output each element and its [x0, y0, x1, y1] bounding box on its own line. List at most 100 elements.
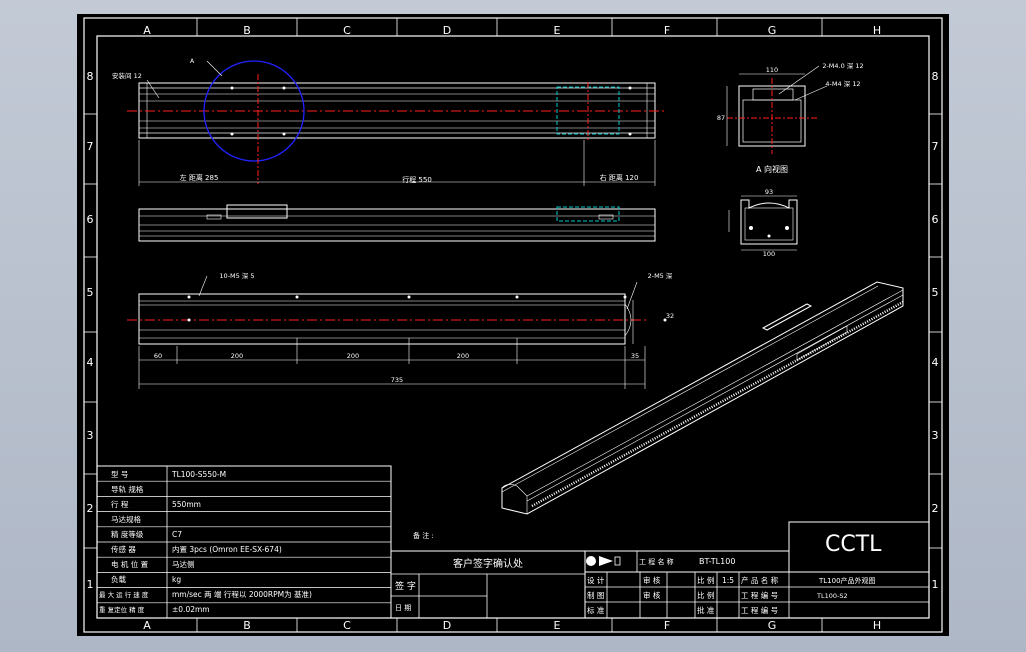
- spec-table-row-lines: [97, 480, 391, 604]
- spec-label-repeatability: 重 复定位 精 度: [99, 605, 145, 614]
- leader-line: [626, 281, 638, 310]
- front-view-right-note: 2-M5 深: [648, 271, 673, 280]
- spec-label-load: 负载: [111, 574, 126, 584]
- tb-r2-c3: 审 核: [643, 590, 661, 600]
- zone-row-3: 3: [87, 429, 94, 442]
- isometric-view[interactable]: [501, 281, 904, 515]
- confirm-title: 客户签字确认处: [453, 557, 523, 570]
- dim-right-distance[interactable]: 右 距离 120: [600, 173, 639, 182]
- top-view[interactable]: 安装间 12 A 左 距离 285 行程 550 右 距离 120: [112, 58, 667, 186]
- zone-col-e: E: [554, 24, 561, 37]
- spec-value-sensor: 内置 3pcs (Omron EE-SX-674): [172, 544, 282, 554]
- iso-cover-slats: [531, 300, 904, 508]
- zone-row-8-right: 8: [932, 70, 939, 83]
- tb-r1-c1: 设 计: [587, 575, 605, 585]
- top-view-holes: [230, 86, 632, 136]
- zone-row-2-right: 2: [932, 502, 939, 515]
- end-view-bottom-dim: 100: [763, 250, 775, 258]
- spec-value-stroke: 550mm: [172, 500, 201, 509]
- side-view-carriage: [226, 204, 288, 219]
- front-view-dim-4: 35: [631, 352, 639, 360]
- zone-col-d-bottom: D: [443, 619, 451, 632]
- spec-value-motor-position: 马达侧: [172, 559, 195, 569]
- zone-row-6-right: 6: [932, 213, 939, 226]
- front-view-holes: [187, 295, 667, 322]
- title-grid: [584, 571, 930, 619]
- zone-col-b: B: [243, 24, 251, 37]
- spec-value-model: TL100-S550-M: [171, 470, 226, 479]
- spec-label-guide: 导轨 规格: [111, 484, 144, 494]
- zone-row-1: 1: [87, 578, 94, 591]
- zone-col-c: C: [343, 24, 351, 37]
- zone-col-a: A: [143, 24, 151, 37]
- leader-line: [206, 60, 223, 77]
- zone-row-6: 6: [87, 213, 94, 226]
- end-view-holes: [749, 226, 789, 238]
- section-note-2: 4-M4 深 12: [825, 79, 860, 88]
- leader-line: [794, 85, 828, 101]
- spec-label-speed: 最 大 运 行 速 度: [99, 590, 149, 599]
- iso-carriage: [761, 303, 813, 331]
- spec-table[interactable]: 型 号 TL100-S550-M 导轨 规格 行 程 550mm 马达规格 精 …: [96, 465, 392, 619]
- zone-col-e-bottom: E: [554, 619, 561, 632]
- side-view-sensor: [598, 214, 614, 220]
- detail-a-circle[interactable]: [203, 60, 305, 162]
- detail-a-mark: A: [190, 58, 195, 65]
- zone-col-c-bottom: C: [343, 619, 351, 632]
- iso-carriage-side: [796, 325, 848, 361]
- zone-column-ticks: [196, 18, 823, 632]
- customer-confirmation-block[interactable]: 客户签字确认处 签 字 日 期: [390, 550, 586, 619]
- product-code: BT-TL100: [699, 557, 735, 566]
- zone-row-7: 7: [87, 140, 94, 153]
- tb-r3-c7: 工 程 编 号: [741, 605, 778, 615]
- zone-col-g-bottom: G: [768, 619, 777, 632]
- zone-row-8: 8: [87, 70, 94, 83]
- drawing-sheet: A B C D E F G H A B C D E F G H 8 7 6 5 …: [77, 14, 949, 636]
- front-view-overall-dim: 735: [391, 376, 403, 384]
- dim-left-distance[interactable]: 左 距离 285: [180, 173, 219, 182]
- section-caption: A 向视图: [756, 164, 788, 174]
- top-view-left-label: 安装间 12: [112, 71, 142, 80]
- notes-label: 备 注 :: [413, 531, 434, 540]
- tb-r2-c1: 制 图: [587, 590, 604, 600]
- section-width-dim: 110: [766, 66, 778, 74]
- spec-label-model: 型 号: [111, 470, 128, 479]
- front-view[interactable]: 10-M5 深 5 2-M5 深 32 60 200 200 200 35 73…: [127, 271, 674, 389]
- dim-stroke[interactable]: 行程 550: [402, 175, 432, 184]
- end-view-inner: [744, 207, 794, 241]
- section-a-view[interactable]: 110 87 2-M4.0 深 12 4-M4 深 12 A 向视图: [717, 61, 864, 174]
- zone-col-b-bottom: B: [243, 619, 251, 632]
- tb-drawing-no: TL100-S2: [816, 592, 848, 600]
- zone-col-g: G: [768, 24, 777, 37]
- drawing-canvas[interactable]: A B C D E F G H A B C D E F G H 8 7 6 5 …: [77, 14, 949, 636]
- inner-border: [96, 35, 930, 619]
- front-view-outline: [138, 293, 626, 345]
- spec-label-sensor: 传感 器: [111, 544, 136, 554]
- outer-border: [83, 17, 943, 633]
- front-view-endcap: [624, 303, 632, 337]
- end-view[interactable]: 93 100: [728, 188, 798, 258]
- side-view-hidden-carriage: [556, 206, 620, 222]
- spec-label-motor: 马达规格: [111, 514, 141, 524]
- tb-r3-c1: 标 准: [587, 605, 605, 615]
- side-view[interactable]: [138, 204, 656, 242]
- spec-label-motor-position: 电 机 位 置: [111, 559, 149, 569]
- leader-line: [146, 79, 160, 99]
- logo-box-icon: [614, 556, 621, 566]
- side-view-sensor: [206, 214, 222, 220]
- zone-col-d: D: [443, 24, 451, 37]
- logo-arrow-icon: [599, 556, 613, 566]
- zone-row-5-right: 5: [932, 286, 939, 299]
- confirm-date-label: 日 期: [395, 604, 411, 612]
- spec-label-stroke: 行 程: [111, 499, 129, 509]
- spec-value-load: kg: [172, 575, 181, 584]
- zone-row-3-right: 3: [932, 429, 939, 442]
- front-view-height-dim: 32: [666, 312, 674, 320]
- section-note-1: 2-M4.0 深 12: [822, 61, 863, 70]
- tb-r1-c5: 产 品 名 称: [741, 575, 779, 585]
- section-height-dim: 87: [717, 114, 725, 122]
- tb-r1-c4: 1:5: [722, 576, 734, 585]
- section-carriage: [752, 88, 794, 101]
- title-block[interactable]: CCTL 工 程 名 称 BT-TL100 设 计 审 核 比 例 1:5 产 …: [584, 521, 930, 619]
- spec-value-speed: mm/sec 两 端 行程以 2000RPM为 基准): [172, 589, 312, 599]
